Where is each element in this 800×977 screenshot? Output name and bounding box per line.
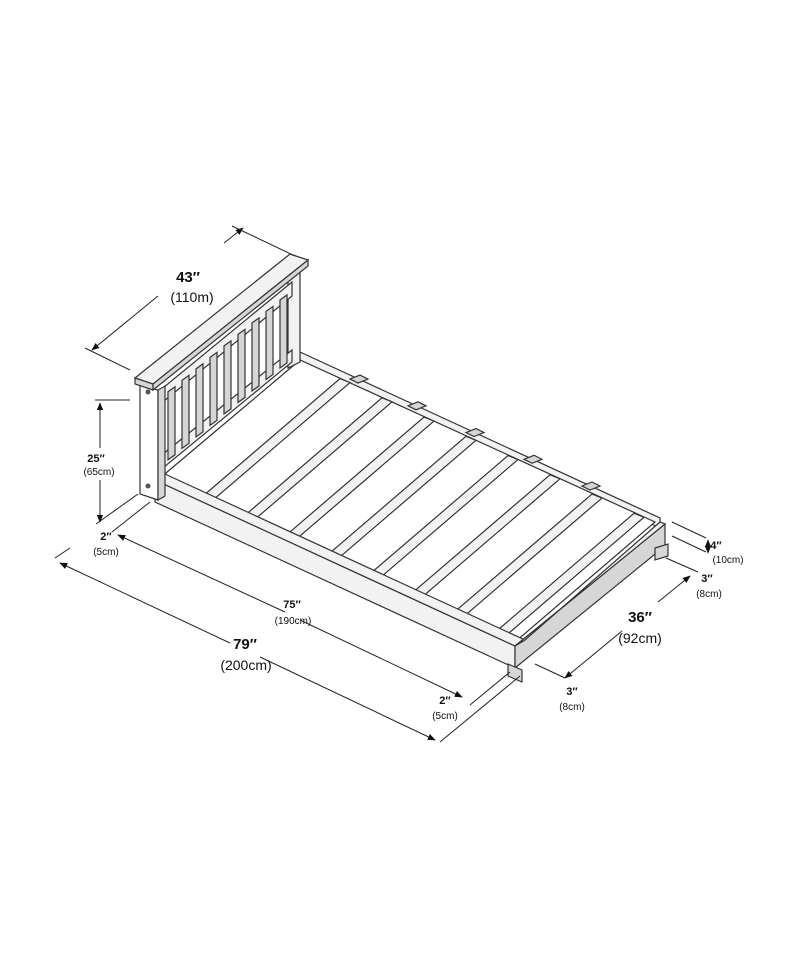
width-label: 36″ — [628, 609, 652, 626]
headboard — [133, 253, 310, 502]
dimension-lines — [54, 225, 712, 743]
frame-height-metric: (10cm) — [712, 555, 743, 566]
slat-bracket — [580, 481, 602, 491]
front-leg — [507, 663, 523, 683]
slat-bracket — [522, 454, 544, 464]
headboard-thickness-label: 2″ — [100, 531, 112, 543]
slat-bracket — [348, 374, 370, 384]
slat-bracket — [464, 427, 486, 438]
foot-offset-metric: (5cm) — [432, 711, 458, 722]
total-length-metric: (200cm) — [220, 657, 271, 673]
spindle — [167, 385, 176, 461]
spindle — [195, 362, 204, 439]
front-leg-inset-label: 3″ — [566, 686, 578, 698]
spindle — [209, 351, 218, 427]
headboard-width-label: 43″ — [176, 269, 200, 286]
spindle — [237, 328, 246, 404]
rear-leg — [654, 543, 669, 561]
spindle — [265, 305, 274, 381]
inner-length-label: 75″ — [283, 599, 301, 611]
rear-leg-inset-label: 3″ — [701, 573, 713, 585]
foot-offset-label: 2″ — [439, 695, 451, 707]
spindle — [251, 316, 260, 393]
total-length-label: 79″ — [233, 636, 257, 653]
headboard-height-label: 25″ — [87, 453, 105, 465]
rear-leg-inset-metric: (8cm) — [696, 589, 722, 600]
slat-bracket — [406, 401, 428, 411]
slats — [198, 377, 646, 638]
inner-length-metric: (190cm) — [275, 616, 312, 627]
spindle — [181, 374, 190, 450]
spindle — [223, 339, 232, 416]
headboard-width-metric: (110m) — [170, 289, 213, 305]
headboard-height-metric: (65cm) — [83, 467, 114, 478]
bed-frame — [153, 351, 669, 683]
width-metric: (92cm) — [618, 630, 662, 646]
headboard-thickness-metric: (5cm) — [93, 547, 119, 558]
spindle — [279, 293, 288, 370]
front-leg-inset-metric: (8cm) — [559, 702, 585, 713]
frame-height-label: 4″ — [710, 540, 722, 552]
